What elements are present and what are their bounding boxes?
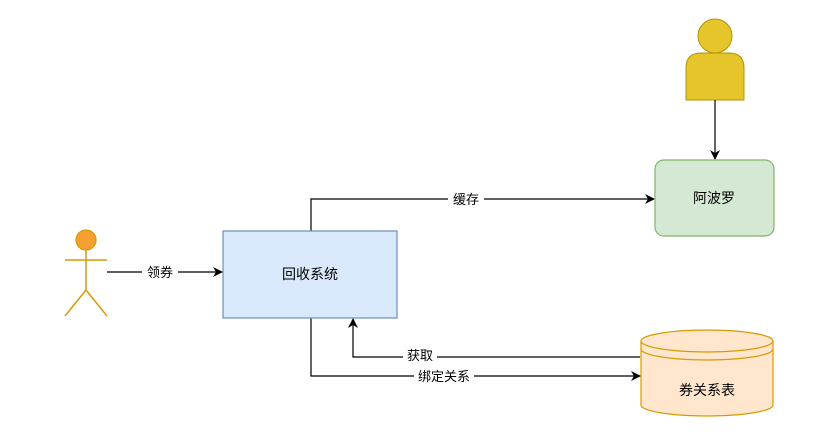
user-actor-left-leg [64, 289, 87, 317]
edge-fetch-label-bg [403, 346, 437, 364]
operator-body [685, 52, 745, 101]
node-recycle-system-label: 回收系统 [282, 267, 338, 283]
node-apollo-label: 阿波罗 [693, 191, 735, 207]
node-coupon-table[interactable]: 券关系表 [640, 329, 774, 417]
edge-bind-label-bg [414, 367, 474, 385]
user-actor-head [75, 229, 97, 251]
edge-bind [310, 318, 641, 381]
edge-cache-label: 缓存 [453, 193, 479, 208]
node-coupon-table-ring [640, 348, 774, 361]
node-coupon-table-body[interactable] [640, 341, 774, 417]
operator-person-icon [685, 18, 745, 101]
user-actor-right-leg [85, 289, 108, 317]
node-recycle-system-box[interactable] [222, 230, 398, 319]
user-actor-icon [64, 229, 108, 317]
node-coupon-table-top[interactable] [640, 329, 774, 353]
node-apollo-box[interactable] [654, 159, 775, 237]
node-coupon-table-label: 券关系表 [679, 383, 735, 399]
edge-cache [310, 194, 655, 231]
edge-cache-label-bg [448, 190, 484, 208]
edge-claim-label: 领券 [147, 265, 173, 281]
edge-fetch [348, 318, 640, 358]
edge-fetch-label: 获取 [407, 349, 433, 364]
edge-bind-label: 绑定关系 [418, 370, 470, 385]
node-apollo[interactable]: 阿波罗 [654, 159, 775, 237]
edge-claim-label-bg [142, 263, 178, 281]
node-recycle-system[interactable]: 回收系统 [222, 230, 398, 319]
operator-head [697, 18, 733, 54]
